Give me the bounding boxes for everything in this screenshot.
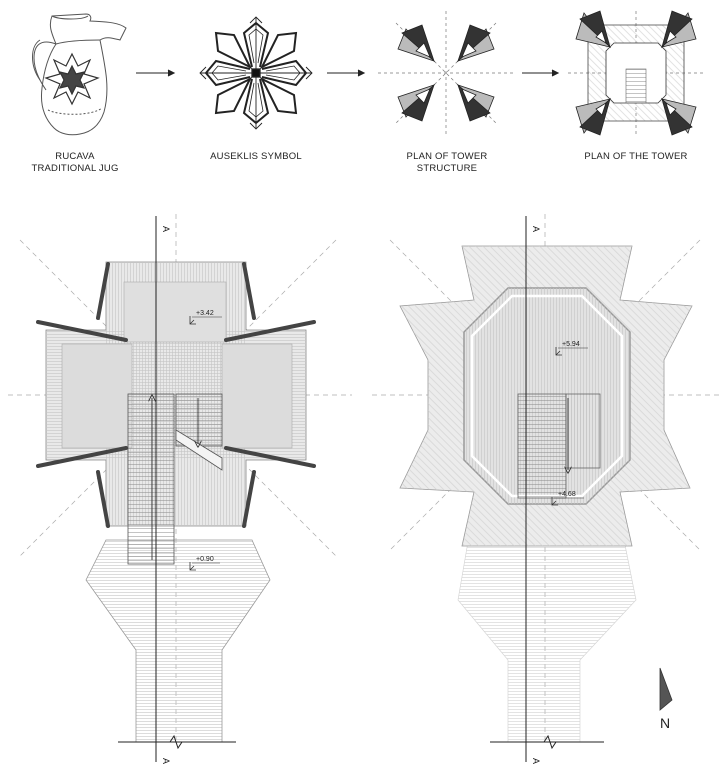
upper-level-value-1: +5.94 [562, 341, 580, 348]
upper-level-marker-2: +4.68 [551, 491, 584, 506]
rucava-jug-drawing [32, 13, 127, 136]
upper-section-label-top: A [531, 226, 541, 232]
upper-section-label-bottom: A [531, 758, 541, 764]
process-arrows [136, 69, 560, 77]
lower-level-marker-1: +3.42 [189, 310, 222, 325]
auseklis-symbol [199, 16, 313, 130]
lower-level-marker-2: +0.90 [189, 556, 220, 571]
tower-structure-diagram [378, 11, 514, 135]
upper-level-plan: A A +5.94 +4.68 [372, 214, 722, 764]
lower-level-value-2: +0.90 [196, 556, 214, 563]
lower-level-value-1: +3.42 [196, 310, 214, 317]
step-4-caption-line1: PLAN OF THE TOWER [584, 151, 687, 162]
step-1-caption-line2: TRADITIONAL JUG [31, 163, 118, 174]
tower-plan-diagram [568, 10, 704, 136]
step-3-caption-line1: PLAN OF TOWER [407, 151, 488, 162]
lower-level-plan: A A +3.42 +0.90 [8, 214, 352, 764]
step-1-caption-line1: RUCAVA [55, 151, 95, 162]
north-arrow: N [659, 667, 673, 731]
step-3-caption-line2: STRUCTURE [417, 163, 477, 174]
upper-level-value-2: +4.68 [558, 491, 576, 498]
step-2-caption-line1: AUSEKLIS SYMBOL [210, 151, 302, 162]
upper-level-marker-1: +5.94 [555, 341, 588, 356]
concept-captions: RUCAVA TRADITIONAL JUG AUSEKLIS SYMBOL P… [31, 151, 687, 174]
north-label: N [660, 715, 670, 731]
lower-section-label-bottom: A [161, 758, 171, 764]
lower-section-label-top: A [161, 226, 171, 232]
